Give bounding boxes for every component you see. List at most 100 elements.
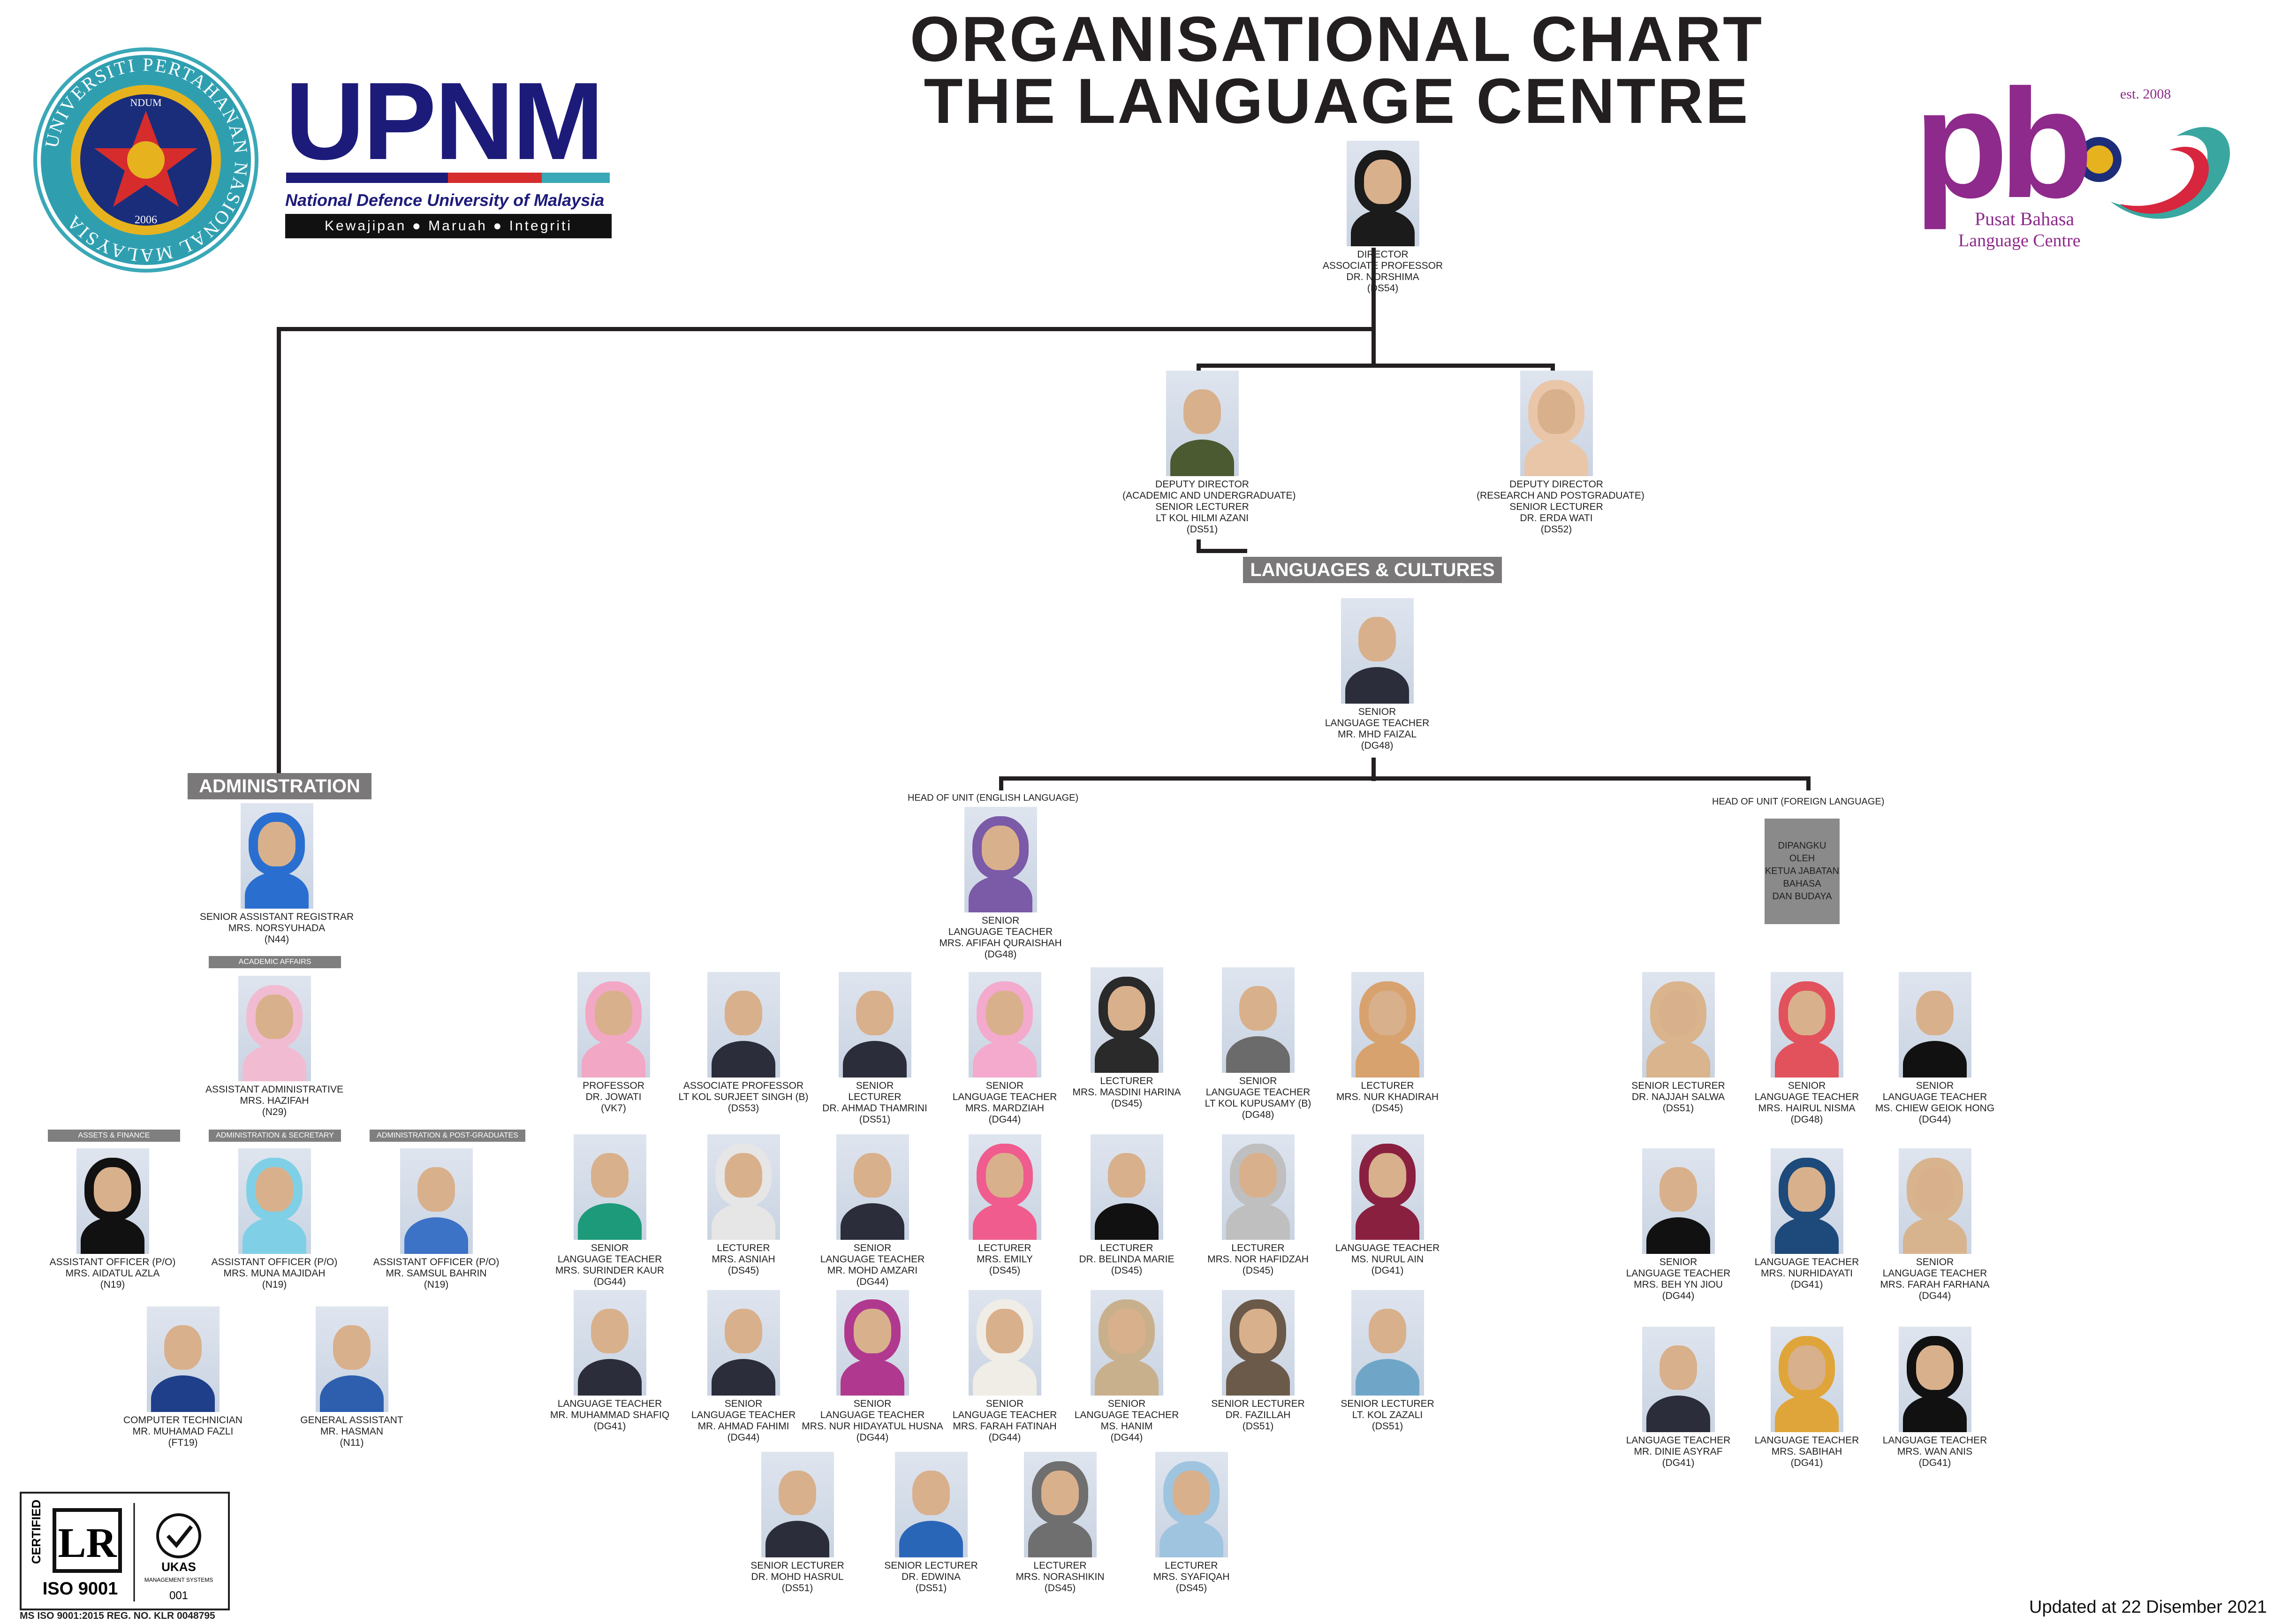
caption-line: MR. MOHD AMZARI [827, 1265, 918, 1276]
staff-card-deputy-academic: DEPUTY DIRECTOR(ACADEMIC AND UNDERGRADUA… [1122, 371, 1296, 535]
caption-line: LANGUAGE TEACHER [1882, 1092, 1987, 1102]
caption-line: LANGUAGE TEACHER [691, 1410, 796, 1420]
caption-line: (DG44) [856, 1432, 889, 1443]
portrait-body [81, 1217, 144, 1254]
staff-photo [1642, 1148, 1715, 1254]
caption-line: LANGUAGE TEACHER [1882, 1268, 1987, 1279]
upnm-wordmark: UPNM [285, 59, 604, 182]
section-administration: ADMINISTRATION [188, 773, 371, 799]
caption-line: DR. FAZILLAH [1225, 1410, 1291, 1420]
caption-line: MRS. NUR KHADIRAH [1336, 1092, 1439, 1102]
staff-photo [573, 1290, 646, 1396]
caption-line: LT KOL SURJEET SINGH (B) [678, 1092, 809, 1102]
caption-line: (DG41) [1790, 1457, 1823, 1468]
caption-line: DR. ERDA WATI [1520, 513, 1593, 524]
portrait-body [1356, 1041, 1419, 1078]
caption-line: LANGUAGE TEACHER [820, 1410, 925, 1420]
caption-line: (VK7) [601, 1103, 626, 1114]
caption-line: MRS. MASDINI HARINA [1072, 1087, 1181, 1098]
iso-certified-text: CERTIFIED [29, 1500, 43, 1564]
caption-line: MRS. WAN ANIS [1897, 1446, 1973, 1457]
portrait-head [1660, 1345, 1697, 1390]
caption-line: MR. AHMAD FAHIMI [697, 1421, 789, 1432]
portrait-body [1095, 1203, 1159, 1240]
caption-line: LANGUAGE TEACHER [1626, 1435, 1731, 1446]
caption-line: (DS45) [989, 1265, 1021, 1276]
portrait-body [1345, 667, 1409, 704]
portrait-body [1903, 1041, 1967, 1078]
bar-admin-secretary: ADMINISTRATION & SECRETARY [209, 1130, 341, 1142]
caption-line: SENIOR [724, 1398, 763, 1409]
caption-line: SENIOR LECTURER [1341, 1398, 1434, 1409]
portrait-body [1095, 1359, 1159, 1396]
caption-line: SENIOR [856, 1080, 894, 1091]
caption-line: ASSISTANT ADMINISTRATIVE [205, 1084, 344, 1095]
portrait-body [1775, 1217, 1839, 1254]
caption-line: LECTURER [1231, 1243, 1285, 1253]
staff-photo [836, 1290, 909, 1396]
staff-photo [707, 1290, 780, 1396]
caption-line: (DS51) [1242, 1421, 1274, 1432]
caption-line: (DS45) [1175, 1583, 1207, 1594]
connector-lc-horizontal [1197, 549, 1247, 553]
caption-line: LANGUAGE TEACHER [557, 1398, 662, 1409]
portrait-body [242, 1217, 306, 1254]
caption-line: (DS51) [859, 1114, 891, 1125]
portrait-head [856, 991, 894, 1035]
staff-photo [968, 1290, 1041, 1396]
caption-line: (DS51) [781, 1583, 813, 1594]
staff-card-postgrad: ASSISTANT OFFICER (P/O)MR. SAMSUL BAHRIN… [356, 1148, 516, 1290]
caption-line: MRS. SABIHAH [1771, 1446, 1842, 1457]
iso-lr-mark: LR [58, 1520, 117, 1566]
caption-line: LT. KOL ZAZALI [1352, 1410, 1423, 1420]
staff-photo [240, 803, 313, 909]
caption-line: (DS51) [1372, 1421, 1403, 1432]
caption-line: SENIOR [591, 1243, 629, 1253]
caption-line: SENIOR [1659, 1257, 1697, 1267]
caption-line: LANGUAGE TEACHER [1882, 1435, 1987, 1446]
connector-director-down [1372, 248, 1376, 367]
caption-line: ASSISTANT OFFICER (P/O) [373, 1257, 500, 1267]
caption-line: (DG44) [593, 1276, 626, 1287]
section-languages-cultures: LANGUAGES & CULTURES [1243, 557, 1502, 583]
portrait-body [712, 1203, 775, 1240]
caption-line: MRS. NOR HAFIDZAH [1207, 1254, 1309, 1265]
caption-line: (DS45) [1242, 1265, 1274, 1276]
portrait-body [1226, 1359, 1290, 1396]
caption-line: (DG48) [1242, 1109, 1274, 1120]
caption-line: SENIOR ASSISTANT REGISTRAR [199, 911, 354, 922]
vacant-head-foreign: DIPANGKU OLEH KETUA JABATAN BAHASA DAN B… [1765, 819, 1840, 924]
staff-photo [1351, 1290, 1424, 1396]
portrait-body [841, 1203, 904, 1240]
caption-line: MRS. SYAFIQAH [1153, 1571, 1230, 1582]
caption-line: LANGUAGE TEACHER [820, 1254, 925, 1265]
staff-caption: ASSISTANT OFFICER (P/O)MRS. MUNA MAJIDAH… [195, 1257, 354, 1290]
caption-line: (DG41) [1918, 1457, 1951, 1468]
caption-line: (DG44) [988, 1114, 1021, 1125]
portrait-body [1226, 1036, 1290, 1073]
caption-line: SENIOR LECTURER [884, 1560, 978, 1571]
staff-photo [1341, 598, 1414, 704]
portrait-head [725, 1153, 762, 1198]
staff-caption: DEPUTY DIRECTOR(RESEARCH AND POSTGRADUAT… [1477, 479, 1644, 535]
staff-photo [707, 1134, 780, 1240]
caption-line: ASSOCIATE PROFESSOR [1322, 260, 1443, 271]
